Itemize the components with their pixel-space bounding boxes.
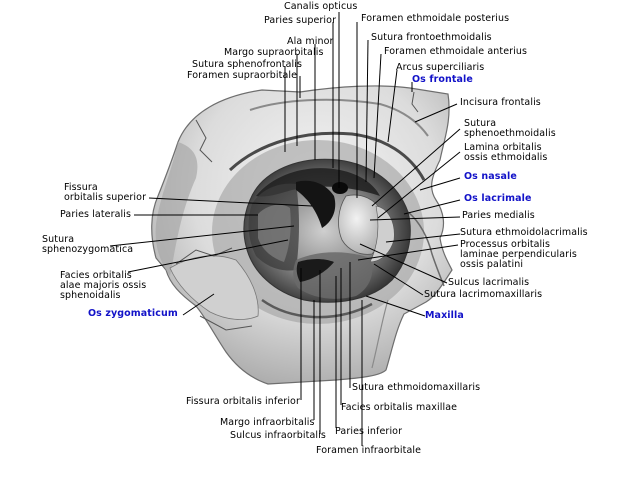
suture-1 <box>195 119 213 163</box>
label-fissura-orbitalis-inferior: Fissura orbitalis inferior <box>186 396 300 407</box>
label-os-frontale: Os frontale <box>412 74 473 85</box>
leader-lines <box>109 12 461 446</box>
supraorbital-margin <box>228 131 426 181</box>
ala-major-patch <box>258 204 291 262</box>
medial-wall <box>338 194 384 255</box>
label-sutura-sphenoethmoidalis: Sutura sphenoethmoidalis <box>464 118 556 139</box>
label-foramen-supraorbitale: Foramen supraorbitale <box>187 70 298 81</box>
label-sulcus-lacrimalis: Sulcus lacrimalis <box>448 277 530 288</box>
label-sutura-ethmoidolacrimalis: Sutura ethmoidolacrimalis <box>460 227 588 238</box>
suture-2 <box>175 247 233 265</box>
label-margo-supraorbitalis: Margo supraorbitalis <box>224 47 324 58</box>
temporal-shadow <box>155 142 198 276</box>
label-lamina-orbitalis: Lamina orbitalis ossis ethmoidalis <box>464 142 548 163</box>
label-canalis-opticus: Canalis opticus <box>284 1 358 12</box>
label-os-zygomaticum: Os zygomaticum <box>88 308 178 319</box>
label-foramen-infraorbitale: Foramen infraorbitale <box>316 445 422 456</box>
label-fissura-orbitalis-superior: Fissura orbitalis superior <box>64 182 147 203</box>
label-paries-lateralis: Paries lateralis <box>60 209 132 220</box>
label-sutura-ethmoidomaxillaris: Sutura ethmoidomaxillaris <box>352 382 481 393</box>
label-maxilla: Maxilla <box>425 310 464 321</box>
label-sutura-sphenozygomatica: Sutura sphenozygomatica <box>42 234 134 255</box>
suture-4 <box>411 91 419 113</box>
label-sutura-sphenofrontalis: Sutura sphenofrontalis <box>192 59 303 70</box>
label-paries-inferior: Paries inferior <box>335 426 403 437</box>
label-sulcus-infraorbitalis: Sulcus infraorbitalis <box>230 430 326 441</box>
fissura-inf <box>296 259 334 282</box>
label-margo-infraorbitalis: Margo infraorbitalis <box>220 417 315 428</box>
maxilla-edge <box>371 299 389 369</box>
label-sutura-frontoethmoidalis: Sutura frontoethmoidalis <box>371 32 492 43</box>
label-foramen-ethmoidale-posterius: Foramen ethmoidale posterius <box>361 13 510 24</box>
nasal-bridge <box>407 211 445 287</box>
suture-3 <box>199 315 253 331</box>
label-sutura-lacrimomaxillaris: Sutura lacrimomaxillaris <box>424 289 543 300</box>
infraorbital-margin <box>261 298 373 319</box>
label-incisura-frontalis: Incisura frontalis <box>460 97 541 108</box>
label-foramen-ethmoidale-anterius: Foramen ethmoidale anterius <box>384 46 528 57</box>
label-arcus-superciliaris: Arcus superciliaris <box>396 62 485 73</box>
label-paries-superior: Paries superior <box>264 15 337 26</box>
canalis-opticus-hole <box>332 182 348 194</box>
label-os-nasale: Os nasale <box>464 171 517 182</box>
label-facies-orbitalis-maxillae: Facies orbitalis maxillae <box>341 402 458 413</box>
label-os-lacrimale: Os lacrimale <box>464 193 532 204</box>
label-paries-medialis: Paries medialis <box>462 210 535 221</box>
skull-drawing <box>151 85 453 385</box>
label-facies-orbitalis-alae: Facies orbitalis alae majoris ossis sphe… <box>60 270 147 301</box>
label-ala-minor: Ala minor <box>287 36 334 47</box>
label-processus-orbitalis: Processus orbitalis laminae perpendicula… <box>460 239 577 270</box>
fissura-sup <box>296 180 336 228</box>
